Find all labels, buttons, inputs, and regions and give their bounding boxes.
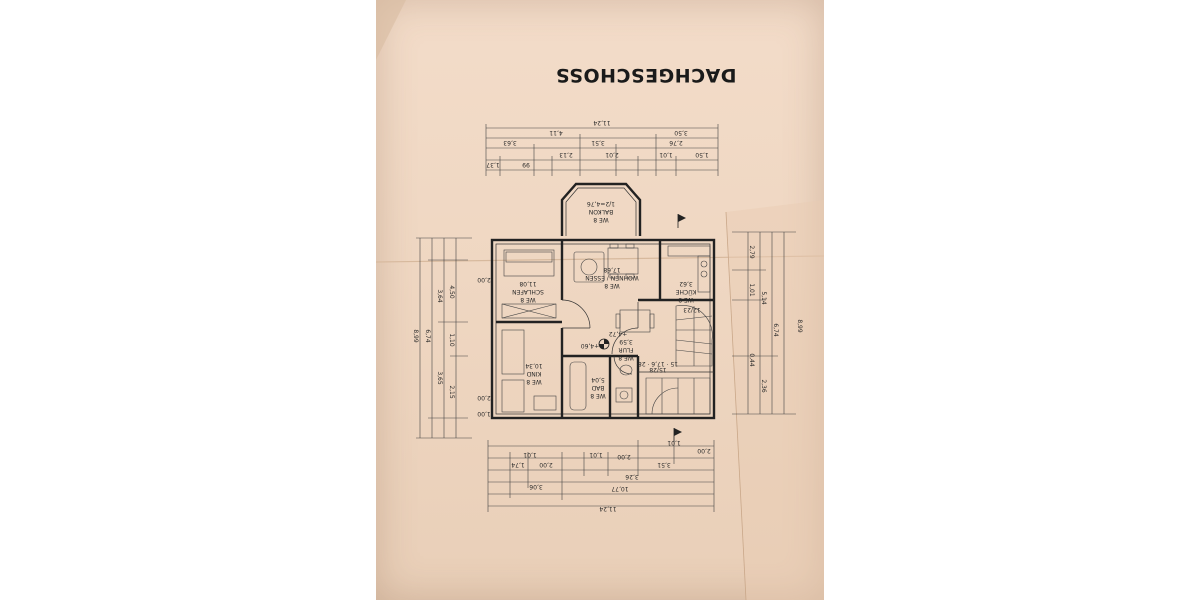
dim-top-row4-f: 1,50	[695, 151, 709, 158]
bad-area: 5,04	[591, 376, 605, 383]
dim-top-row4-d: 2,01	[605, 151, 619, 158]
bad-fixtures	[569, 361, 633, 411]
spiral-stair	[675, 305, 713, 367]
schlafen-unit: WE 8	[520, 296, 536, 303]
dim-right-row4-a: 2,79	[748, 245, 755, 259]
dim-left-total: 8,99	[412, 329, 419, 343]
dim-top-row2-a: 4,11	[549, 129, 563, 136]
dim-bottom-row2: 10,77	[611, 485, 628, 492]
dim-left-row2: 6,74	[424, 329, 431, 343]
flag-marker-bottom	[673, 428, 682, 442]
dim-bottom-row4-d: 3,51	[657, 461, 671, 468]
wohnen-area: 17,68	[603, 266, 620, 273]
bad-label: WE 8 BAD 5,04	[590, 376, 606, 399]
dim-top-row4-b: 99	[522, 161, 530, 168]
schlafen-name: SCHLAFEN	[512, 288, 544, 295]
kueche-furniture	[667, 245, 711, 293]
left-dimension-chains: 8,99 6,74 3,64 3,65 4,50 1,10 2,15 2,00 …	[412, 237, 491, 439]
dim-bottom-row4-b: 2,00	[539, 461, 553, 468]
dim-top-row4-c: 2,13	[559, 151, 573, 158]
kueche-area: 3,62	[679, 280, 693, 287]
dim-top-row2-b: 3,50	[674, 129, 688, 136]
dim-bottom-row5-d: 2,00	[697, 447, 711, 454]
stair-note-3: 15 · 17,6 · 28	[638, 360, 678, 367]
dim-bottom-row5-a: 1,01	[523, 451, 537, 458]
flur-unit: WE 8	[618, 354, 634, 361]
kind-area: 10,34	[525, 362, 542, 369]
dim-right-row3-b: 2,36	[760, 379, 767, 393]
dim-top-total: 11,24	[593, 119, 610, 126]
right-dimension-chains: 2,79 1,01 0,44 5,14 2,36 6,74 8,99	[732, 231, 803, 415]
dim-left-mark-b: 1,00	[477, 410, 491, 417]
interior-walls	[496, 240, 714, 418]
wohnen-furniture	[573, 243, 655, 333]
dim-left-row4-a: 4,50	[448, 285, 455, 299]
floor-plan: DACHGESCHOSS 11,24 4,11 3,50 3,63 3,51 2…	[412, 64, 803, 512]
door-swings	[561, 299, 639, 375]
lower-stair	[645, 377, 711, 415]
dim-bottom-row5-c: 1,01	[667, 439, 681, 446]
dim-right-row2: 6,74	[772, 323, 779, 337]
wohnen-label: WE 8 WOHNEN / ESSEN 17,68	[585, 266, 638, 289]
balkon-unit: WE 8	[593, 216, 609, 223]
level-flur-b: +4,72	[609, 330, 628, 337]
bad-name: BAD	[591, 384, 604, 391]
dim-top-row3-a: 3,63	[503, 139, 517, 146]
dim-left-row3-b: 3,65	[436, 371, 443, 385]
dim-top-row4-e: 1,01	[659, 151, 673, 158]
dim-bottom-row3-b: 3,26	[625, 473, 639, 480]
wohnen-unit: WE 8	[604, 282, 620, 289]
dim-bottom-row5-b: 1,01	[589, 451, 603, 458]
wohnen-name: WOHNEN / ESSEN	[585, 274, 638, 281]
balkon-name: BALKON	[589, 208, 613, 215]
dim-bottom-row4-a: 1,74	[511, 461, 525, 468]
kueche-unit: WE 8	[678, 296, 694, 303]
dim-right-row4-c: 0,44	[748, 353, 755, 367]
level-marker	[598, 338, 610, 350]
dim-right-row3-a: 5,14	[760, 291, 767, 305]
top-dimension-chains: 11,24 4,11 3,50 3,63 3,51 2,76 1,37 99 2…	[485, 119, 719, 176]
kueche-name: KÜCHE	[675, 288, 696, 295]
dim-right-row4-b: 1,01	[748, 283, 755, 297]
dim-top-row3-c: 2,76	[669, 139, 683, 146]
schlafen-furniture	[501, 249, 557, 319]
flur-name: FLUR	[618, 346, 633, 353]
dim-left-row3-a: 3,64	[436, 289, 443, 303]
dim-left-mark-a: 2,00	[477, 276, 491, 283]
stair-note-2: 15/28	[649, 366, 666, 373]
building-outline	[490, 238, 716, 420]
flur-area: 3,59	[619, 338, 633, 345]
dim-bottom-row4-c: 2,00	[617, 453, 631, 460]
stair-note-1: 12/23	[683, 306, 700, 313]
bad-unit: WE 8	[590, 392, 606, 399]
dim-bottom-row3-a: 3,06	[529, 483, 543, 490]
dim-left-row4-c: 2,15	[448, 385, 455, 399]
dim-right-total: 8,99	[796, 319, 803, 333]
kind-unit: WE 8	[526, 378, 542, 385]
level-flur-a: +4,60	[581, 342, 600, 349]
dim-top-row3-b: 3,51	[591, 139, 605, 146]
dim-left-mark-c: 2,00	[477, 394, 491, 401]
dim-top-row4-a: 1,37	[486, 161, 500, 168]
dim-left-row4-b: 1,10	[448, 333, 455, 347]
flag-marker-top	[677, 214, 686, 228]
kueche-label: WE 8 KÜCHE 3,62	[675, 280, 696, 303]
balkon-area: 1/2=4,76	[587, 200, 615, 207]
kind-label: WE 8 KIND 10,34	[525, 362, 542, 385]
sheet-title: DACHGESCHOSS	[555, 64, 736, 86]
kind-name: KIND	[526, 370, 541, 377]
kind-furniture	[501, 329, 557, 413]
dim-bottom-total: 11,24	[599, 505, 616, 512]
flur-label: WE 8 FLUR 3,59	[618, 338, 634, 361]
schlafen-area: 11,08	[519, 280, 536, 287]
bottom-dimension-chains: 1,01 1,01 1,01 2,00 1,74 2,00 2,00 3,51 …	[487, 439, 715, 512]
balcony-bay: WE 8 BALKON 1/2=4,76	[560, 182, 642, 236]
schlafen-label: WE 8 SCHLAFEN 11,08	[512, 280, 544, 303]
